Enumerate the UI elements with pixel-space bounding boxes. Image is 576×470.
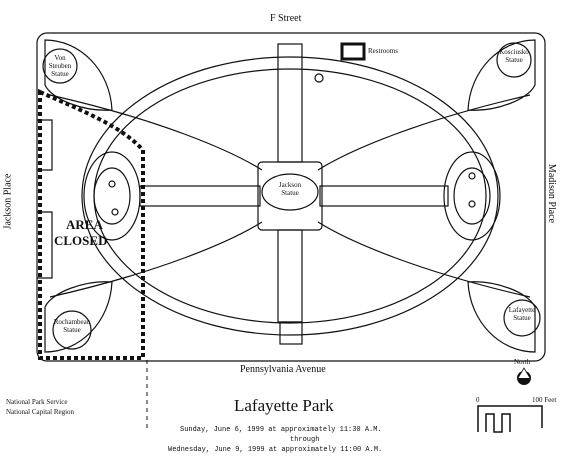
kosciusko-statue-circle — [496, 42, 532, 78]
kosciusko-statue-label: Kosciusko Statue — [499, 48, 529, 64]
schedule-line-3: Wednesday, June 9, 1999 at approximately… — [168, 446, 383, 454]
diagonal-walk-sw — [49, 221, 263, 298]
west-fountain-jet-2 — [111, 208, 119, 216]
diagonal-walk-nw — [49, 94, 263, 171]
kiosk-marker — [314, 73, 324, 83]
north-arrow-icon — [517, 367, 531, 385]
schedule-line-1: Sunday, June 6, 1999 at approximately 11… — [180, 426, 382, 434]
jackson-statue-circle — [261, 173, 319, 211]
center-walk-south — [277, 229, 303, 323]
rochambeau-statue-circle — [52, 310, 92, 350]
madison-place-label: Madison Place — [546, 163, 558, 224]
lune-ne — [467, 39, 536, 111]
pennsylvania-avenue-label: Pennsylvania Avenue — [240, 364, 326, 375]
lafayette-statue-label: Lafayette Statue — [508, 306, 536, 322]
schedule-line-2: through — [290, 436, 320, 444]
west-wall-upper — [37, 119, 53, 171]
west-wall-lower — [37, 211, 53, 279]
jackson-plaza — [257, 161, 323, 231]
f-street-label: F Street — [270, 13, 302, 24]
scale-end-label: 100 Feet — [532, 396, 557, 404]
scale-start-label: 0 — [476, 396, 480, 404]
park-boundary — [36, 32, 546, 362]
east-fountain-jet-2 — [468, 200, 476, 208]
center-walk-east — [319, 185, 449, 207]
east-fountain-inner — [453, 167, 491, 225]
center-walk-north — [277, 43, 303, 163]
south-gate-block — [279, 321, 303, 345]
area-closed-label-line1: AREA — [66, 217, 103, 232]
closed-area-boundary — [38, 88, 145, 360]
von-steuben-statue-circle — [42, 48, 78, 84]
west-fountain-jet-1 — [108, 180, 116, 188]
restrooms-building — [340, 42, 366, 61]
credit-line-2: National Capital Region — [6, 408, 75, 416]
area-closed-label-line2: CLOSED — [54, 233, 108, 248]
lune-sw — [44, 281, 113, 353]
von-steuben-statue-label: Von Steuben Statue — [48, 54, 72, 78]
map-title: Lafayette Park — [234, 396, 334, 415]
scale-bar — [477, 405, 543, 433]
lafayette-statue-circle — [503, 299, 541, 337]
restrooms-label: Restrooms — [368, 47, 398, 55]
center-walk-west — [139, 185, 261, 207]
lune-nw — [44, 39, 113, 111]
diagonal-walk-ne — [317, 94, 531, 171]
rochambeau-statue-label: Rochambeau Statue — [53, 318, 91, 334]
credit-line-1: National Park Service — [6, 398, 68, 406]
jackson-place-label: Jackson Place — [2, 173, 14, 230]
lune-se — [467, 281, 536, 353]
north-label: North — [514, 358, 531, 366]
diagonal-walk-se — [317, 221, 531, 298]
west-fountain-inner — [93, 167, 131, 225]
jackson-statue-label: Jackson Statue — [278, 181, 302, 197]
east-fountain-outer — [443, 151, 501, 241]
outer-ellipse-path — [81, 56, 499, 336]
west-fountain-outer — [83, 151, 141, 241]
east-fountain-jet-1 — [468, 172, 476, 180]
